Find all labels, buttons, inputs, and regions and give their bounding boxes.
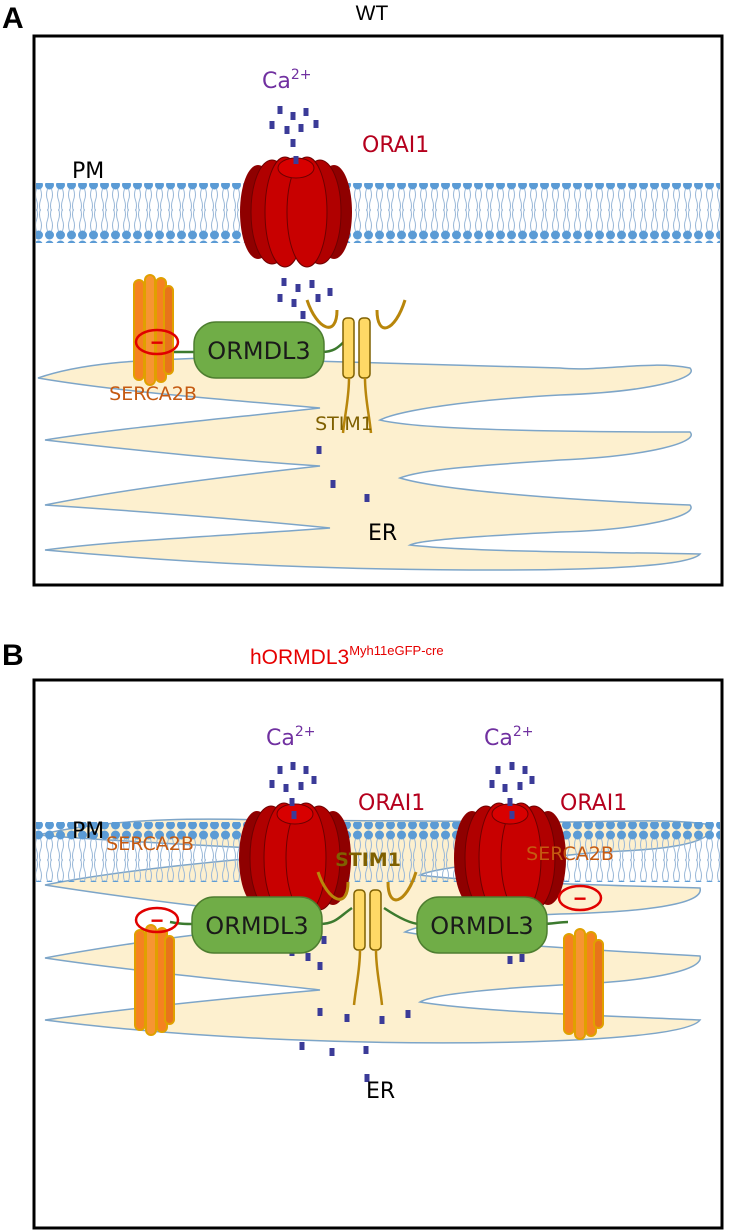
inhibition-circle-left (134, 906, 180, 934)
orai1-label-right: ORAI1 (560, 791, 627, 816)
ca-label: Ca2+ (262, 67, 311, 94)
panel-a: A WT PM ORAI1 Ca2+ − SERCA2B (2, 2, 724, 587)
er-body (37, 357, 702, 571)
inhibition-sign: − (151, 330, 164, 355)
serca2b-label-right: SERCA2B (526, 843, 614, 865)
pm-label: PM (72, 819, 104, 844)
panel-a-letter: A (2, 2, 24, 35)
ca-label-left: Ca2+ (266, 724, 315, 751)
er-label: ER (368, 521, 397, 546)
stim1-label: STIM1 (315, 413, 373, 435)
serca2b-label-left: SERCA2B (106, 833, 194, 855)
orai1-label-left: ORAI1 (358, 791, 425, 816)
orai1-label: ORAI1 (362, 133, 429, 158)
serca2b-label: SERCA2B (109, 383, 197, 405)
panel-b: B hORMDL3Myh11eGFP-cre PM ORAI1 Ca2+ (2, 639, 724, 1230)
inhibition-circle-right (557, 884, 603, 912)
inhibition-circle (134, 328, 180, 356)
stim1-label: STIM1 (335, 849, 401, 871)
plasma-membrane (36, 822, 720, 882)
ormdl3-label: ORMDL3 (207, 337, 310, 365)
panel-b-letter: B (2, 639, 24, 672)
er-label: ER (366, 1079, 395, 1104)
serca2b-pump-right (563, 928, 604, 1040)
ormdl3-label-left: ORMDL3 (205, 912, 308, 940)
inhibition-sign-left: − (151, 908, 164, 933)
panel-a-frame (32, 34, 724, 587)
ormdl3-label-right: ORMDL3 (430, 912, 533, 940)
plasma-membrane (36, 183, 720, 243)
ca-label-right: Ca2+ (484, 724, 533, 751)
orai1-channel (239, 156, 353, 268)
ca-ions-cytosolic (277, 278, 333, 319)
ormdl-tether (169, 906, 569, 926)
pm-label: PM (72, 159, 104, 184)
panel-a-title: WT (356, 2, 389, 25)
ca-ions-extracellular (269, 106, 319, 164)
panel-b-frame (32, 678, 724, 1230)
serca2b-pump-left (134, 924, 175, 1036)
inhibition-sign-right: − (574, 886, 587, 911)
panel-b-title: hORMDL3Myh11eGFP-cre (250, 643, 444, 669)
